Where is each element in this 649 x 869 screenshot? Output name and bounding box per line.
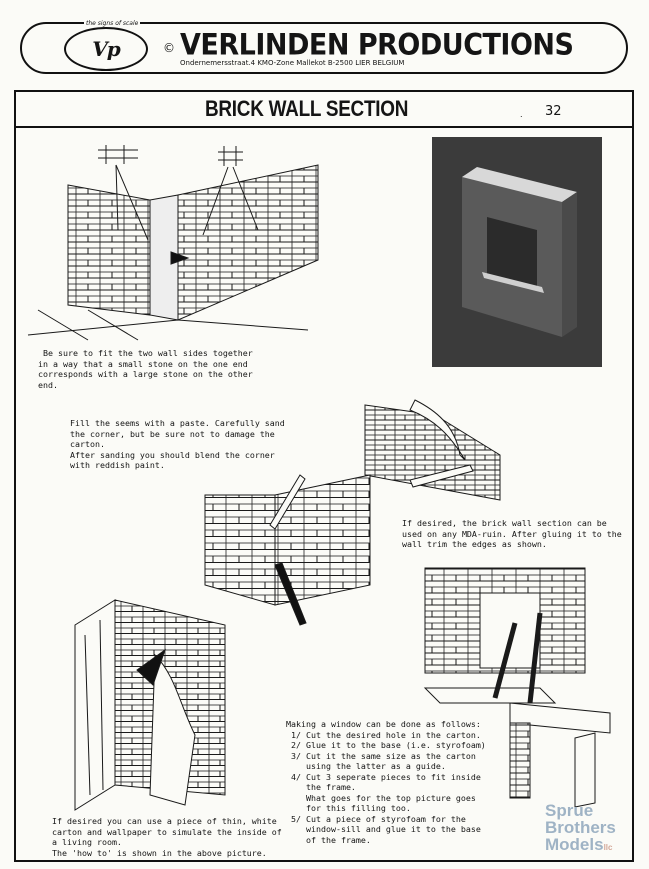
logo-tagline: the signs of scale: [84, 20, 141, 27]
caption-window-steps: Making a window can be done as follows: …: [286, 719, 486, 845]
page-title: BRICK WALL SECTION: [205, 96, 409, 121]
header-frame: [20, 22, 628, 74]
copyright-symbol: ©: [163, 41, 175, 55]
blend-corner-illustration: [204, 474, 371, 626]
title-dot: .: [520, 110, 523, 119]
page-frame: [14, 90, 634, 862]
logo-text: Vp: [92, 37, 120, 61]
wall-section-photo: [432, 137, 602, 367]
verlinden-logo: Vp: [64, 27, 148, 71]
watermark-line-3: Models: [545, 835, 604, 854]
trim-edges-illustration: [364, 399, 501, 501]
caption-mda-ruin: If desired, the brick wall section can b…: [402, 518, 622, 549]
caption-living-room: If desired you can use a piece of thin, …: [52, 816, 282, 858]
caption-fit-walls: Be sure to fit the two wall sides togeth…: [38, 348, 253, 390]
caption-fill-seems: Fill the seems with a paste. Carefully s…: [70, 418, 285, 470]
corner-wall-illustration: [27, 145, 319, 341]
watermark-suffix: llc: [603, 843, 613, 852]
watermark-line-2: Brothers: [545, 818, 616, 837]
window-making-illustration: [423, 567, 611, 808]
company-address: Ondernemersstraat.4 KMO-Zone Mallekot B-…: [180, 59, 405, 67]
page-number: 32: [545, 104, 562, 119]
sprue-brothers-watermark: Sprue Brothers Modelsllc: [545, 802, 616, 856]
living-room-illustration: [74, 599, 226, 811]
watermark-line-1: Sprue: [545, 801, 594, 820]
brand-name: VERLINDEN PRODUCTIONS: [180, 28, 574, 63]
title-bar: [14, 90, 634, 128]
